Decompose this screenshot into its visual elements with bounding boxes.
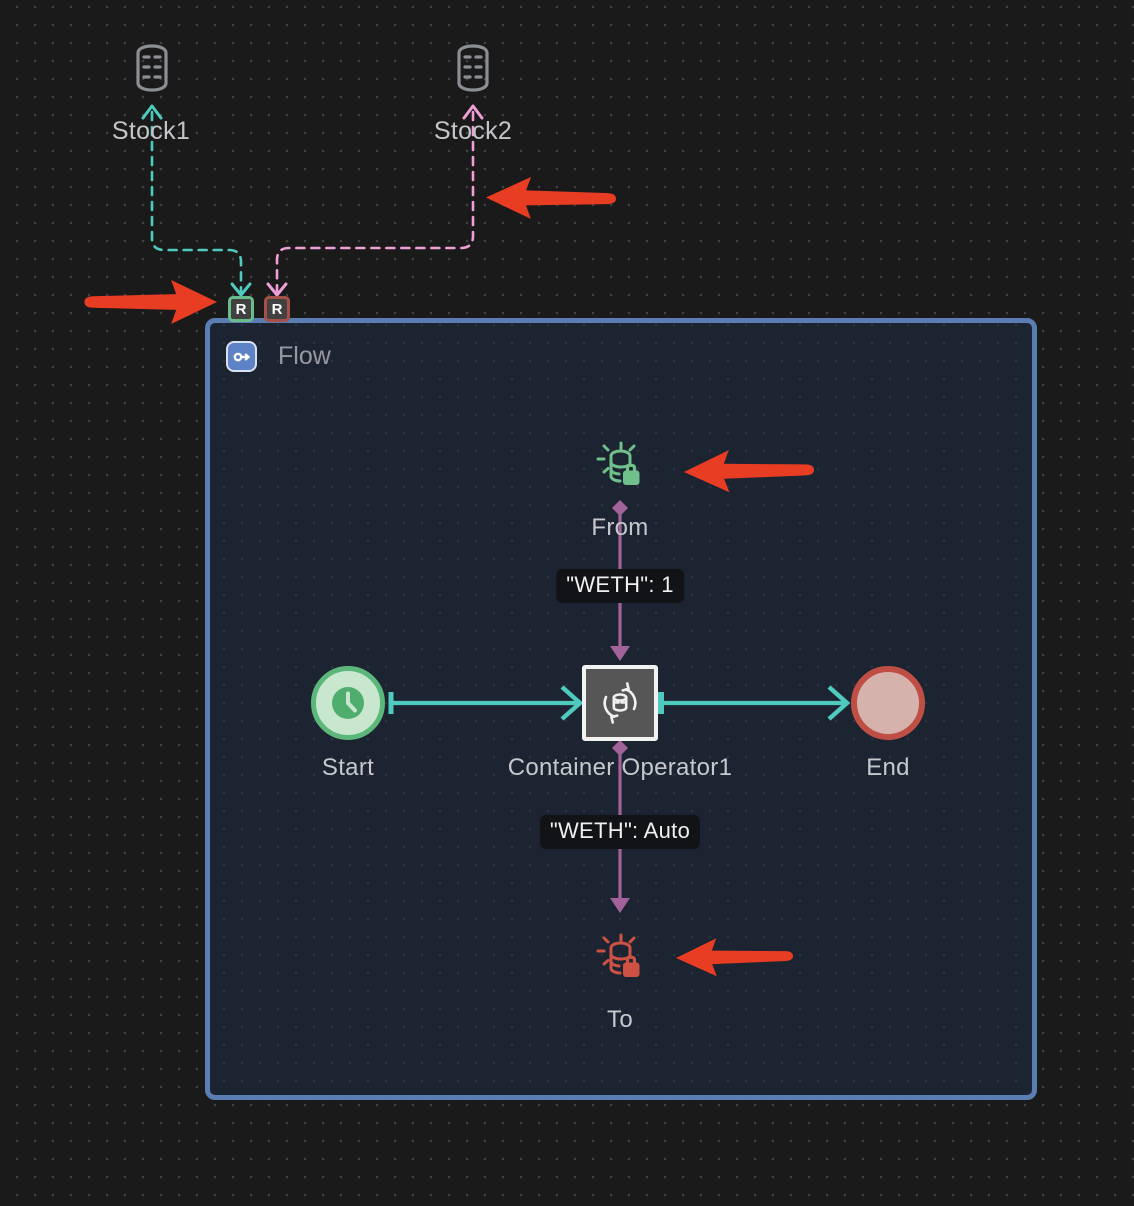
stock2-node[interactable]: [449, 42, 497, 99]
start-node[interactable]: [311, 666, 385, 740]
clock-icon: [332, 687, 364, 719]
arrowhead-down-icon: [230, 282, 252, 297]
edge-label-weth-1[interactable]: "WETH": 1: [556, 569, 684, 603]
resource-badge-letter: R: [235, 300, 247, 318]
database-icon: [136, 44, 168, 92]
resource-badge-letter: R: [271, 300, 283, 318]
flow-panel-header: Flow: [226, 341, 331, 372]
edge-label-weth-auto[interactable]: "WETH": Auto: [539, 815, 701, 849]
annotation-arrow-badges: [84, 279, 218, 325]
container-operator-label: Container Operator1: [507, 754, 733, 781]
flow-panel-title: Flow: [278, 342, 331, 370]
end-node[interactable]: [851, 666, 925, 740]
start-node-label: Start: [321, 754, 375, 781]
from-node-label: From: [591, 514, 649, 541]
arrowhead-down-icon: [266, 282, 288, 297]
to-node[interactable]: [594, 933, 648, 992]
to-node-label: To: [607, 1006, 633, 1033]
flow-key-icon: [226, 341, 257, 372]
resource-badge-red[interactable]: R: [264, 296, 290, 322]
from-node[interactable]: [594, 441, 648, 500]
resource-badge-green[interactable]: R: [228, 296, 254, 322]
database-lock-icon: [596, 933, 640, 977]
stock2-label: Stock2: [433, 117, 513, 145]
database-lock-icon: [596, 441, 640, 485]
database-icon: [457, 44, 489, 92]
annotation-arrow-stock2: [486, 176, 616, 219]
stock1-label: Stock1: [111, 117, 191, 145]
container-operator-node[interactable]: [582, 665, 658, 741]
stock1-node[interactable]: [128, 42, 176, 99]
end-node-label: End: [866, 754, 910, 781]
sync-database-icon: [603, 682, 637, 724]
